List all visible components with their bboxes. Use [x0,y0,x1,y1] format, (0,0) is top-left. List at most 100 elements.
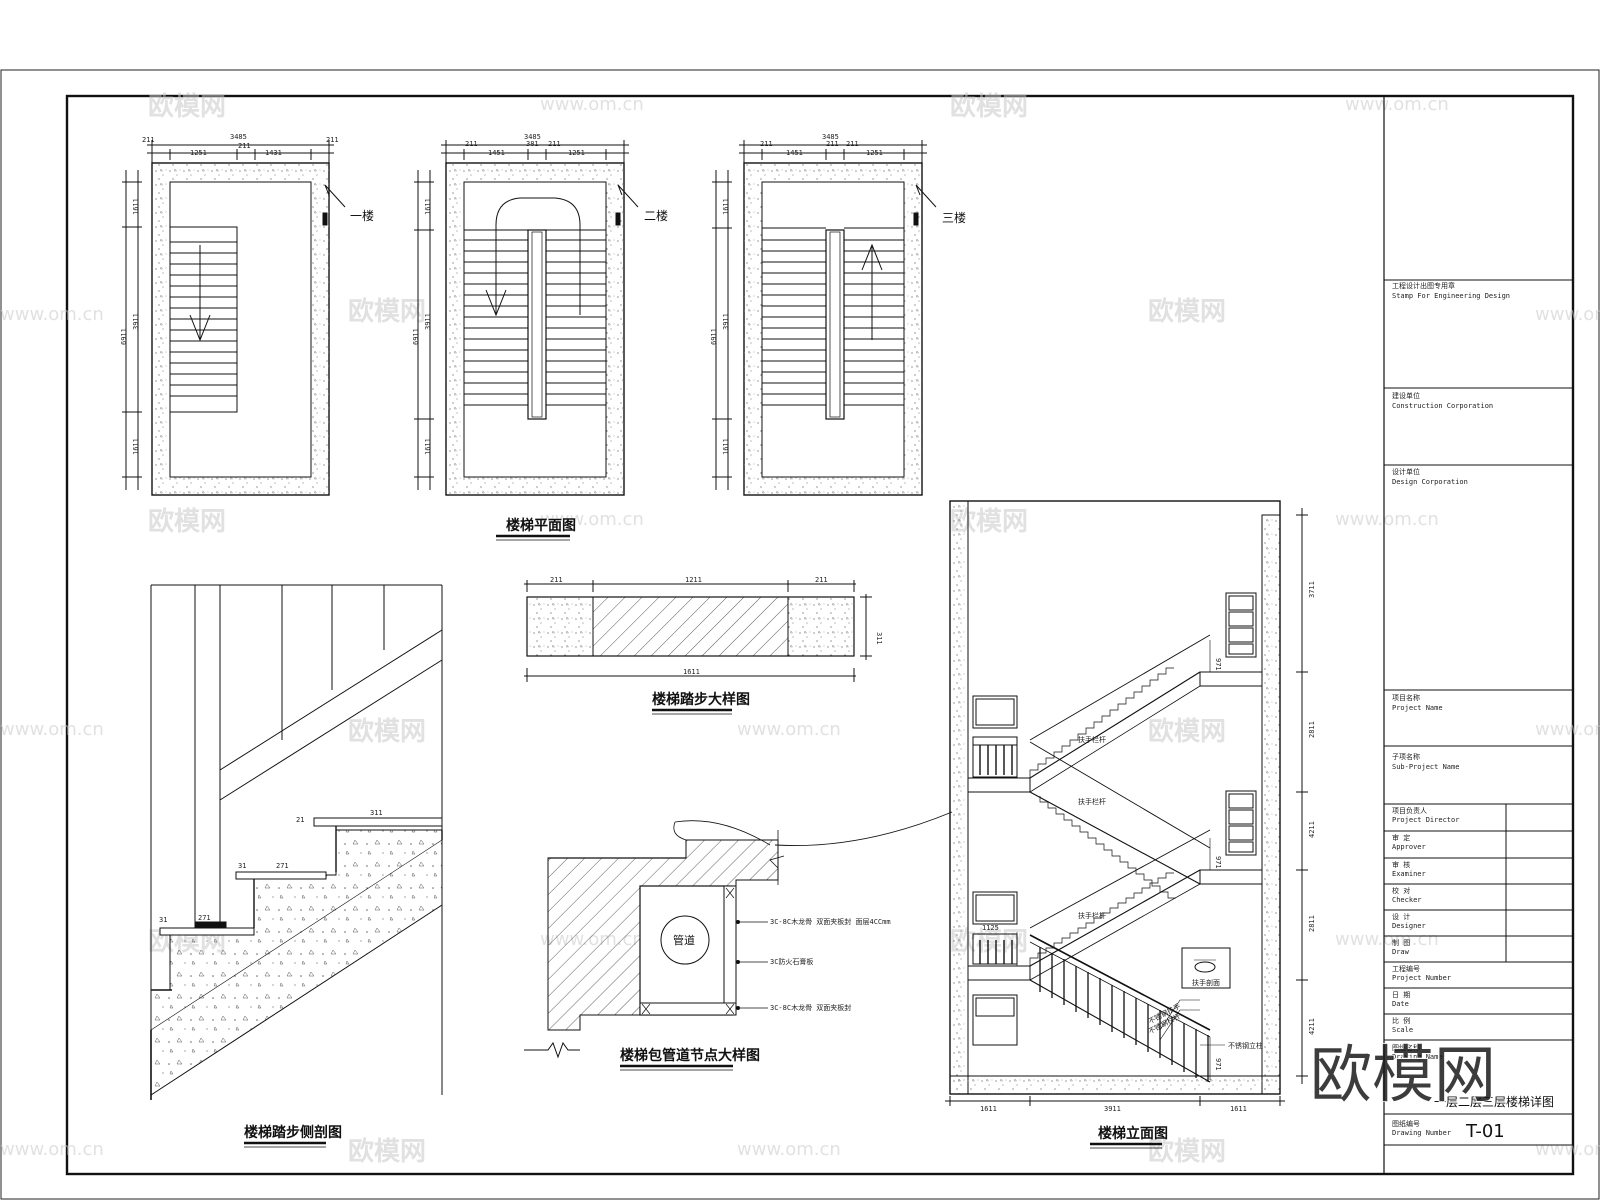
tb-row-en: Designer [1392,922,1426,930]
watermark-text: 欧模网 [1148,716,1226,747]
plan1-dim: 211 [326,136,339,144]
section-dim: 311 [370,809,383,817]
section-dim: 21 [296,816,304,824]
tb-row-en: Project Number [1392,974,1451,982]
watermark-url: www.om.cn [0,1139,104,1160]
plan1-dim: 1251 [190,149,207,157]
watermark-group: 欧模网 www.om.cn 欧模网 www.om.cn 欧模网 www.om.c… [0,91,1600,1167]
tb-row-cn: 比 例 [1392,1016,1410,1025]
rail-dim: 971 [1214,658,1222,671]
watermark-text: 欧模网 [148,91,226,122]
tb-sub-en: Sub-Project Name [1392,763,1459,771]
plan1-side-dim: 1611 [132,438,140,455]
plan1-dim: 211 [142,136,155,144]
tb-drawing-name-cn: 图纸名称 [1392,1043,1420,1052]
watermark-url: www.om.cn [1535,304,1600,325]
section-dim: 31 [238,862,246,870]
plan3-total-dim: 6911 [710,328,718,345]
caption-pipe-detail: 楼梯包管道节点大样图 [620,1047,760,1064]
plan3-dim: 211 [826,140,839,148]
elevation-dim: 4211 [1308,821,1316,838]
elevation-label: 扶手栏杆 [1078,911,1106,920]
tb-row-en: Draw [1392,948,1410,956]
caption-plan: 楼梯平面图 [506,517,576,534]
watermark-url: www.om.cn [1535,719,1600,740]
plan2-side-dim: 1611 [424,438,432,455]
watermark-url: www.om.cn [737,1139,841,1160]
tb-construct-en: Construction Corporation [1392,402,1493,410]
plan2-dim: 211 [548,140,561,148]
tread-dim: 211 [550,576,563,584]
tb-drawing-no-cn: 图纸编号 [1392,1119,1420,1128]
corner-watermark: 欧模网 [1310,1038,1496,1111]
watermark-url: www.om.cn [1335,929,1439,950]
pipe-label: 管道 [673,933,695,947]
tb-row-en: Approver [1392,843,1426,851]
watermark-url: www.om.cn [737,719,841,740]
tb-drawing-title: 一层二层三层楼梯详图 [1434,1094,1554,1109]
plan1-dim: 211 [238,142,251,150]
floor-label-1: 一楼 [350,208,374,223]
watermark-text: 欧模网 [1148,296,1226,327]
floor-label-2: 二楼 [644,208,668,223]
tb-drawing-no: T-01 [1465,1121,1505,1142]
watermark-text: 欧模网 [348,716,426,747]
plan3-dim: 211 [846,140,859,148]
plan1-overall-dim: 3485 [230,133,247,141]
plan1-side-dim: 1611 [132,198,140,215]
tb-row-cn: 工程编号 [1392,964,1420,973]
elevation-dim: 2811 [1308,721,1316,738]
tread-dim: 211 [815,576,828,584]
plan-view-floor-2 [414,140,639,496]
plan3-side-dim: 1611 [722,198,730,215]
pipe-note: 3C-8C木龙骨 双面夹板封 [770,1003,851,1012]
elevation-bottom-dim: 1611 [1230,1105,1247,1113]
tb-construct: 建设单位 [1392,391,1420,400]
watermark-url: www.om.cn [1335,509,1439,530]
tb-row-cn: 审 核 [1392,860,1410,869]
pipe-enclosure-detail [524,811,953,1059]
rail-note: 不锈钢立柱 [1228,1041,1263,1050]
sheet-inner-border [65,94,1575,1176]
title-block [1383,96,1573,1174]
tb-row-en: Project Director [1392,816,1459,824]
stair-elevation [945,500,1308,1106]
stair-side-section [150,584,443,1100]
tb-drawing-no-en: Drawing Number [1392,1129,1451,1137]
plan2-dim: 381 [526,140,539,148]
tread-dim: 1211 [685,576,702,584]
tb-row-cn: 审 定 [1392,833,1410,842]
plan1-total-dim: 6911 [120,328,128,345]
caption-tread-detail: 楼梯踏步大样图 [652,691,750,708]
tb-stamp: 工程设计出图专用章 [1392,281,1455,290]
elevation-bottom-dim: 1611 [980,1105,997,1113]
plan3-side-dim: 1611 [722,438,730,455]
plan-view-floor-1 [122,140,346,496]
plan2-side-dim: 3911 [424,313,432,330]
tb-row-en: Checker [1392,896,1422,904]
tb-row-cn: 制 图 [1392,938,1410,947]
plan-view-floor-3 [712,140,937,496]
watermark-text: 欧模网 [348,1136,426,1167]
tb-row-cn: 设 计 [1392,912,1410,921]
tb-row-cn: 日 期 [1392,991,1410,999]
elevation-bottom-dim: 3911 [1104,1105,1121,1113]
plan1-dim: 1431 [265,149,282,157]
tb-sub: 子项名称 [1392,752,1420,761]
caption-elevation: 楼梯立面图 [1098,1125,1168,1142]
watermark-text: 欧模网 [348,296,426,327]
pipe-note: 3C-8C木龙骨 双面夹板封 面层4CCmm [770,917,891,926]
rail-dim: 971 [1214,1058,1222,1071]
tread-dim: 1611 [683,668,700,676]
elevation-label: 扶手栏杆 [1078,797,1106,806]
plan3-dim: 1251 [866,149,883,157]
watermark-url: www.om.cn [540,509,644,530]
watermark-text: 欧模网 [148,506,226,537]
tb-row-en: Examiner [1392,870,1426,878]
tb-design: 设计单位 [1392,467,1420,476]
plan2-overall-dim: 3485 [524,133,541,141]
watermark-url: www.om.cn [540,94,644,115]
section-dim: 271 [276,862,289,870]
elevation-dim: 4211 [1308,1018,1316,1035]
watermark-url: www.om.cn [0,304,104,325]
